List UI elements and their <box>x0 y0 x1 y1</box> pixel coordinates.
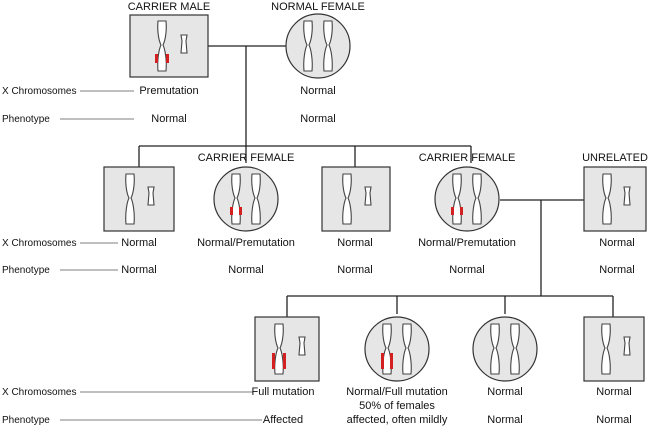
gen3-daughter-full-mutation: Normal/Full mutation 50% of females affe… <box>346 316 448 426</box>
row-label-x-chromosomes-1: X Chromosomes <box>2 86 76 97</box>
female-circle-symbol <box>472 316 538 382</box>
premutation-band <box>239 207 242 215</box>
phenotype: Normal <box>151 113 186 125</box>
female-circle-symbol <box>434 166 500 232</box>
female-circle-symbol <box>213 166 279 232</box>
phenotype: Normal <box>121 264 156 276</box>
premutation-band <box>451 207 454 215</box>
gen3-normal-daughter: Normal Normal <box>472 316 538 426</box>
phenotype: Normal <box>337 264 372 276</box>
full-mutation-band <box>390 353 393 369</box>
gen2-son-2: Normal Normal <box>321 166 391 276</box>
row-labels: X Chromosomes Phenotype X Chromosomes Ph… <box>2 86 262 426</box>
row-label-phenotype-1: Phenotype <box>2 114 50 125</box>
gen3-normal-son: Normal Normal <box>583 316 645 426</box>
female-circle-symbol <box>285 13 351 79</box>
y-chromosome-icon <box>298 336 306 356</box>
x-status: Normal <box>596 386 631 398</box>
y-chromosome-icon <box>623 186 631 206</box>
premutation-band <box>460 207 463 215</box>
pedigree-lines <box>138 45 614 317</box>
gen2-unrelated-male: UNRELATED Normal Normal <box>582 152 648 276</box>
x-status-note: 50% of females <box>359 400 435 412</box>
gen2-carrier-daughter-2: CARRIER FEMALE Normal/Premutation Normal <box>418 152 516 276</box>
x-status: Normal/Full mutation <box>346 386 447 398</box>
row-label-x-chromosomes-2: X Chromosomes <box>2 238 76 249</box>
male-square-symbol <box>254 316 320 382</box>
phenotype: affected, often mildly <box>347 414 448 426</box>
x-status: Normal <box>487 386 522 398</box>
premutation-band <box>230 207 233 215</box>
phenotype: Normal <box>487 414 522 426</box>
full-mutation-band <box>381 353 384 369</box>
male-square-symbol <box>583 316 645 382</box>
male-square-symbol <box>321 166 391 232</box>
phenotype: Normal <box>599 264 634 276</box>
premutation-band <box>155 54 158 63</box>
male-square-symbol <box>129 14 209 78</box>
male-square-symbol <box>583 166 647 232</box>
x-status: Normal <box>337 237 372 249</box>
y-chromosome-icon <box>364 186 372 206</box>
full-mutation-band <box>283 353 286 369</box>
normal-female-individual: NORMAL FEMALE Normal Normal <box>271 1 365 125</box>
gen2-carrier-daughter-1: CARRIER FEMALE Normal/Premutation Normal <box>197 152 295 276</box>
gen3-affected-son: Full mutation Affected <box>252 316 320 426</box>
row-label-phenotype-2: Phenotype <box>2 265 50 276</box>
row-label-phenotype-3: Phenotype <box>2 415 50 426</box>
x-status: Full mutation <box>252 386 315 398</box>
carrier-male-individual: CARRIER MALE Premutation Normal <box>128 1 211 125</box>
header-carrier-female: CARRIER FEMALE <box>198 152 295 164</box>
header-unrelated: UNRELATED <box>582 152 648 164</box>
x-status: Normal <box>300 85 335 97</box>
female-circle-symbol <box>364 316 430 382</box>
male-square-symbol <box>103 166 175 232</box>
phenotype: Normal <box>596 414 631 426</box>
phenotype: Affected <box>263 414 303 426</box>
phenotype: Normal <box>300 113 335 125</box>
y-chromosome-icon <box>180 34 188 54</box>
x-status: Normal <box>599 237 634 249</box>
gen2-son-1: Normal Normal <box>103 166 175 276</box>
full-mutation-band <box>272 353 275 369</box>
phenotype: Normal <box>228 264 263 276</box>
x-status: Normal/Premutation <box>418 237 516 249</box>
x-status: Premutation <box>139 85 198 97</box>
header-carrier-male: CARRIER MALE <box>128 1 211 13</box>
phenotype: Normal <box>449 264 484 276</box>
row-label-x-chromosomes-3: X Chromosomes <box>2 387 76 398</box>
y-chromosome-icon <box>147 186 155 206</box>
premutation-band <box>166 54 169 63</box>
header-carrier-female: CARRIER FEMALE <box>419 152 516 164</box>
x-status: Normal/Premutation <box>197 237 295 249</box>
y-chromosome-icon <box>623 336 631 356</box>
x-status: Normal <box>121 237 156 249</box>
header-normal-female: NORMAL FEMALE <box>271 1 365 13</box>
